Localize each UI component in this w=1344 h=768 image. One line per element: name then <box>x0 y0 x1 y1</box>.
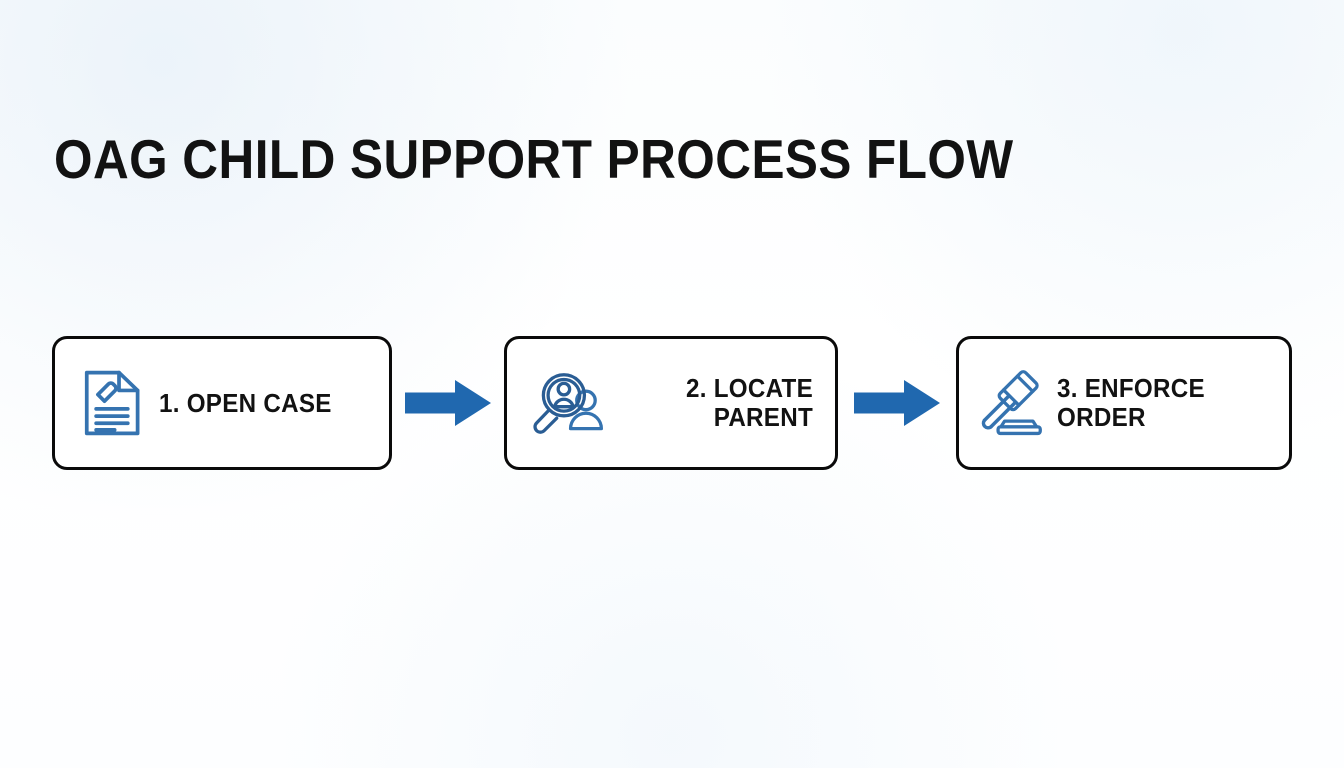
step-label-line-1: 3. ENFORCE <box>1057 373 1205 403</box>
process-flow-row: 1. OPEN CASE <box>52 336 1292 470</box>
arrow-right-icon <box>405 380 491 426</box>
step-card-locate-parent[interactable]: 2. LOCATE PARENT <box>504 336 838 470</box>
step-label-locate-parent: 2. LOCATE PARENT <box>627 374 813 432</box>
arrow-right-icon <box>854 380 940 426</box>
step-label-enforce-order: 3. ENFORCE ORDER <box>1057 374 1256 432</box>
page-title: OAG CHILD SUPPORT PROCESS FLOW <box>54 128 1014 190</box>
gavel-icon <box>981 370 1042 436</box>
step-card-open-case[interactable]: 1. OPEN CASE <box>52 336 392 470</box>
step-label-line-2: ORDER <box>1057 402 1146 432</box>
magnifier-person-icon <box>533 373 603 434</box>
document-pencil-icon <box>84 370 140 436</box>
step-card-enforce-order[interactable]: 3. ENFORCE ORDER <box>956 336 1292 470</box>
step-label-open-case: 1. OPEN CASE <box>159 387 332 418</box>
step-label-line-2: PARENT <box>713 402 813 432</box>
step-label-line-1: 2. LOCATE <box>685 373 813 403</box>
